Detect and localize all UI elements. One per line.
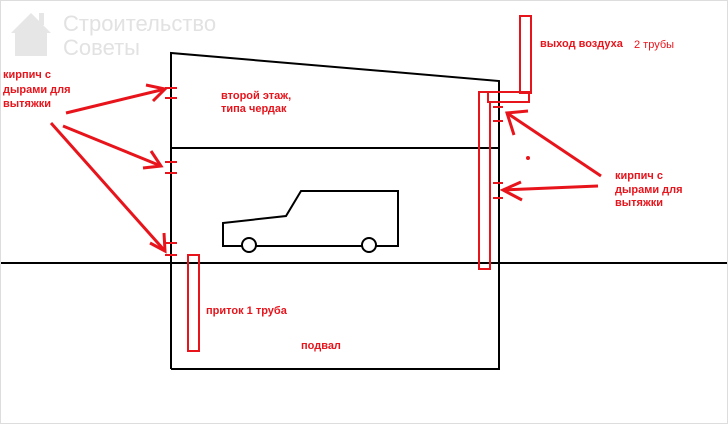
second-floor-label-1: второй этаж, xyxy=(221,90,291,102)
air-exit-label: выход воздуха xyxy=(540,38,624,50)
brick-holes-right xyxy=(493,106,503,199)
left-bricks-label-3: вытяжки xyxy=(3,98,51,110)
arrow-icon xyxy=(65,83,169,115)
watermark-line2: Советы xyxy=(63,35,140,60)
intake-pipe xyxy=(187,254,200,352)
dot-mark xyxy=(526,156,530,160)
house-logo-icon xyxy=(11,13,51,56)
right-bricks-label-2: дырами для xyxy=(615,184,683,196)
basement-label: подвал xyxy=(301,340,341,352)
car-wheel xyxy=(361,237,377,253)
left-bricks-label-2: дырами для xyxy=(3,84,71,96)
right-bricks-label-1: кирпич с xyxy=(615,170,663,182)
car-wheel xyxy=(241,237,257,253)
arrow-icon xyxy=(499,180,599,202)
arrows xyxy=(49,83,602,254)
intake-label: приток 1 труба xyxy=(206,305,288,317)
arrow-icon xyxy=(62,124,164,170)
right-bricks-label-3: вытяжки xyxy=(615,197,663,209)
arrow-icon xyxy=(49,122,167,254)
house-outline xyxy=(170,51,500,370)
house-structure xyxy=(1,51,727,370)
left-bricks-label-1: кирпич с xyxy=(3,69,51,81)
exhaust-chimney xyxy=(519,15,532,94)
watermark-logo: Строительство Советы xyxy=(11,11,216,60)
ventilation-elements xyxy=(49,15,602,352)
annotations: кирпич с дырами для вытяжки второй этаж,… xyxy=(3,38,683,352)
exhaust-pipe xyxy=(478,91,491,270)
watermark-line1: Строительство xyxy=(63,11,216,36)
car xyxy=(222,190,399,247)
brick-holes-left xyxy=(165,87,177,256)
arrow-icon xyxy=(505,109,602,178)
two-pipes-label: 2 трубы xyxy=(634,39,674,51)
second-floor-label-2: типа чердак xyxy=(221,103,287,115)
